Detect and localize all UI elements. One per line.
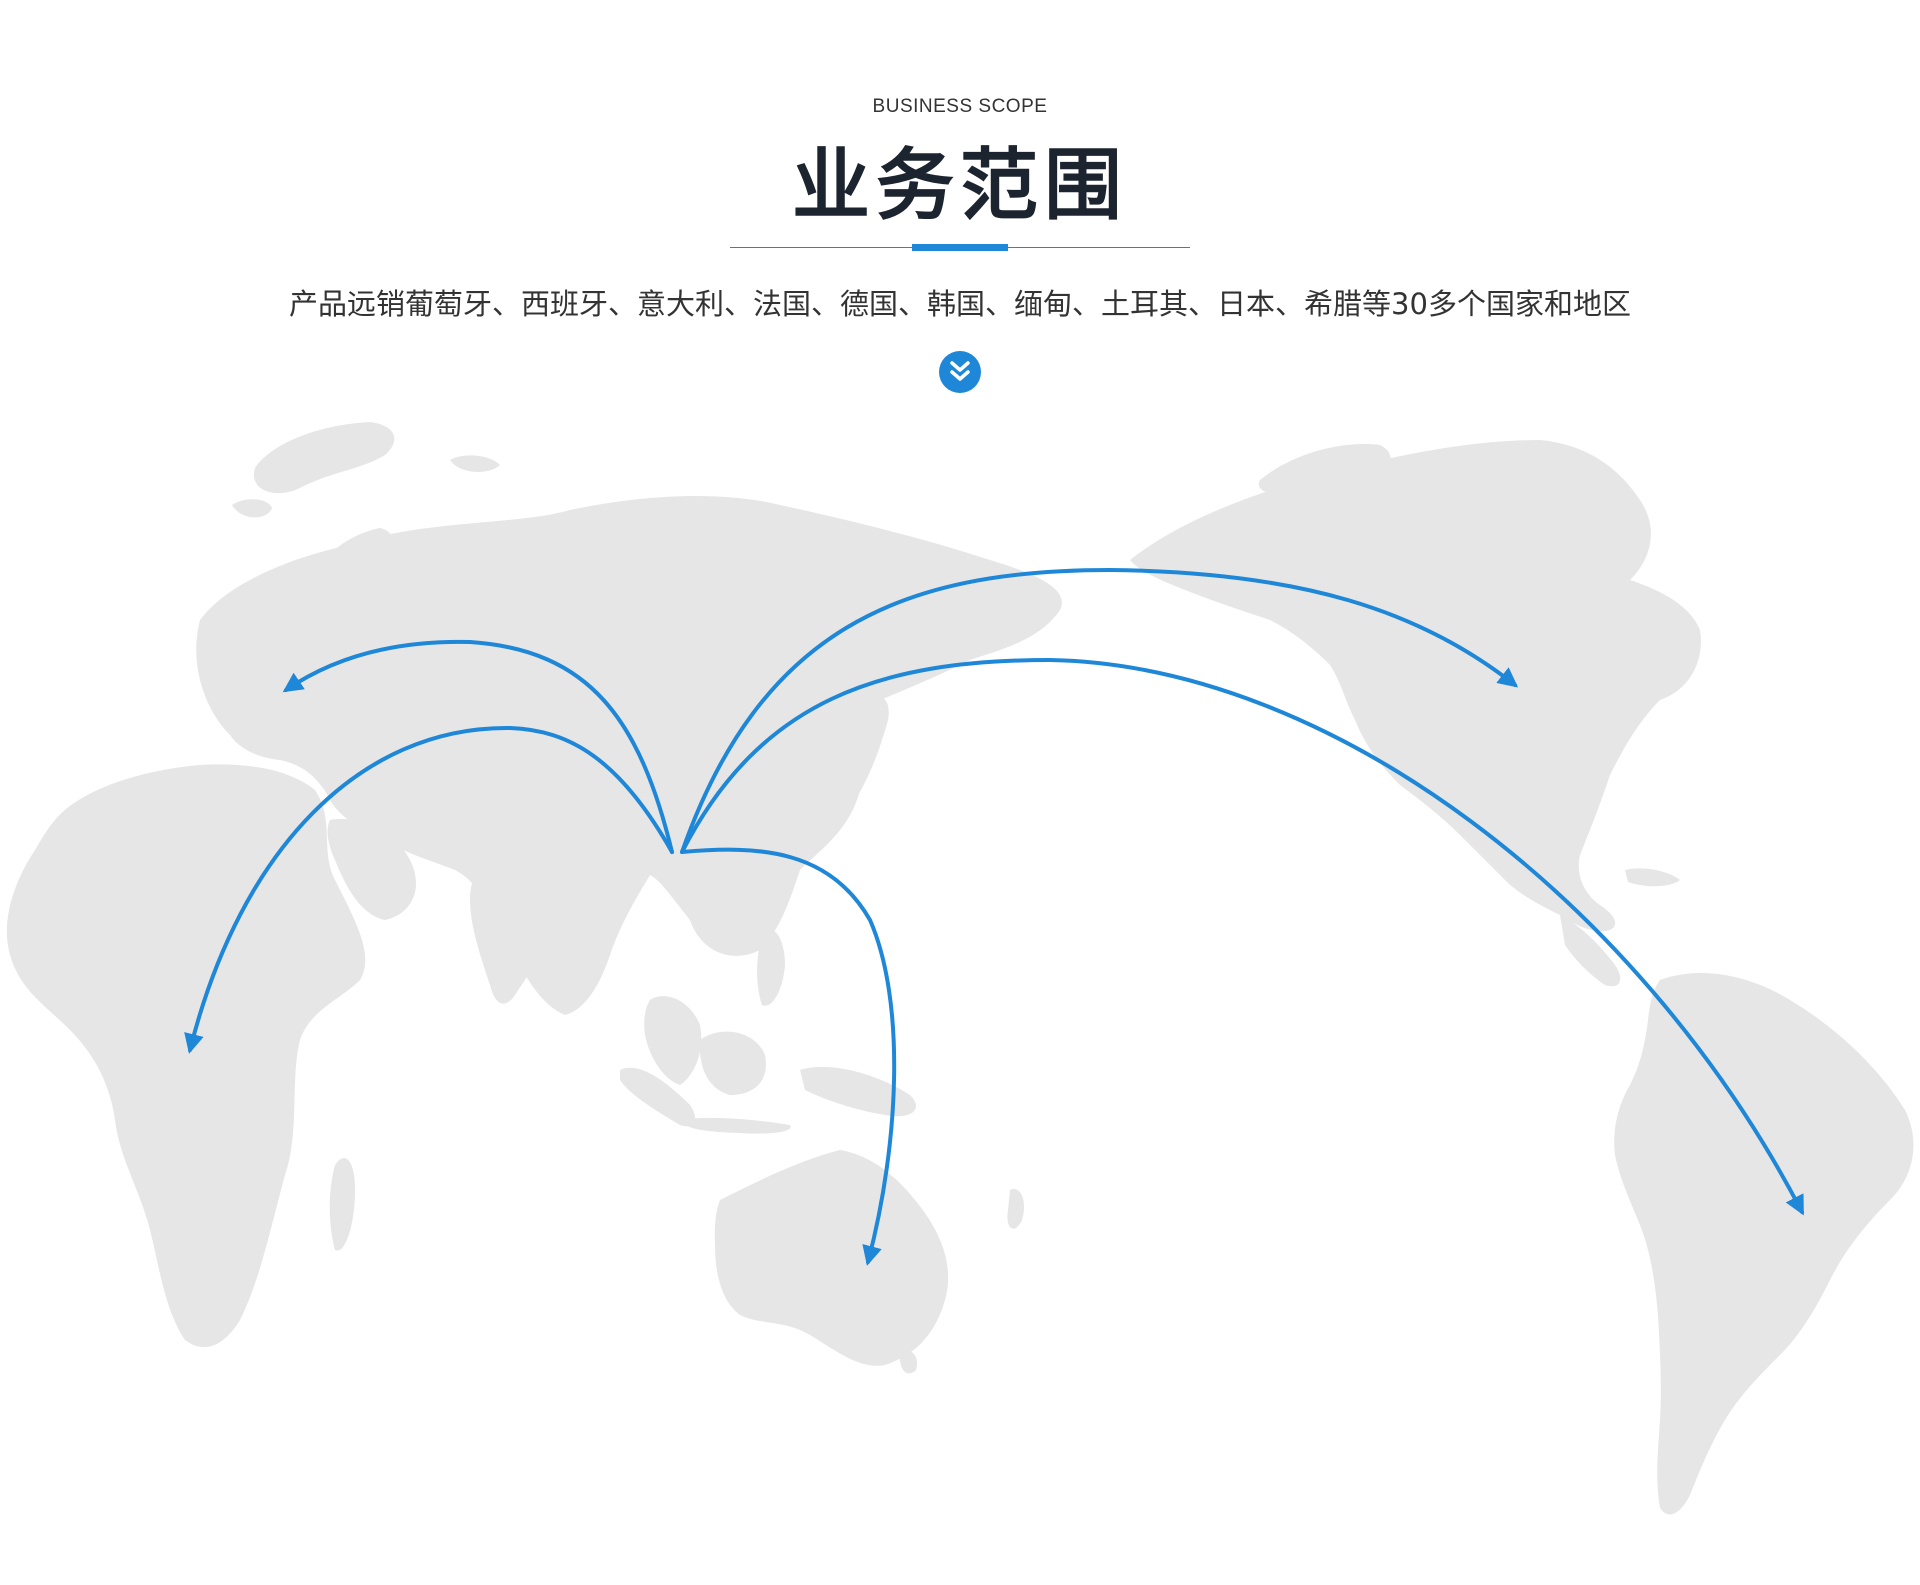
philippines-landmass	[757, 929, 785, 1006]
route-europe	[282, 639, 674, 854]
route-australia	[680, 847, 897, 1266]
landmasses	[6, 422, 1914, 1515]
export-routes	[184, 567, 1804, 1266]
title-divider-accent	[912, 244, 1008, 251]
iceland-landmass	[232, 499, 272, 518]
page-title: 业务范围	[791, 141, 1128, 231]
section-header: BUSINESS SCOPE 业务范围 产品远销葡萄牙、西班牙、意大利、法国、德…	[0, 0, 1920, 420]
arabia-landmass	[327, 819, 416, 920]
africa-landmass	[6, 764, 366, 1348]
japan-landmass	[842, 696, 889, 805]
section-subtitle: 产品远销葡萄牙、西班牙、意大利、法国、德国、韩国、缅甸、土耳其、日本、希腊等30…	[289, 287, 1631, 321]
section-eyebrow: BUSINESS SCOPE	[872, 96, 1048, 117]
route-south-america	[680, 657, 1804, 1216]
madagascar-landmass	[329, 1158, 355, 1251]
java-landmass	[680, 1117, 791, 1134]
scandinavia-landmass	[299, 528, 394, 630]
eurasia-landmass	[196, 495, 1062, 1015]
route-north-america	[680, 567, 1519, 854]
double-chevron-down-icon[interactable]	[939, 351, 981, 393]
south-america-landmass	[1614, 972, 1914, 1515]
borneo-landmass	[699, 1031, 766, 1095]
tasmania-landmass	[899, 1349, 918, 1374]
world-map	[6, 422, 1914, 1515]
new-zealand-landmass	[1007, 1189, 1025, 1229]
korea-landmass	[807, 763, 830, 804]
svalbard-landmass	[450, 455, 500, 472]
canadian-archipelago-landmass	[1258, 444, 1391, 497]
route-africa	[184, 725, 674, 1054]
southeast-asia-landmass	[644, 996, 702, 1085]
caribbean-landmass	[1625, 868, 1680, 887]
india-landmass	[470, 869, 555, 1004]
new-guinea-landmass	[800, 1066, 916, 1117]
australia-landmass	[714, 1150, 949, 1366]
greenland-landmass	[253, 422, 395, 494]
great-britain-landmass	[225, 630, 255, 679]
central-america-landmass	[1560, 915, 1621, 987]
sumatra-landmass	[620, 1067, 696, 1127]
north-america-landmass	[1130, 440, 1701, 932]
